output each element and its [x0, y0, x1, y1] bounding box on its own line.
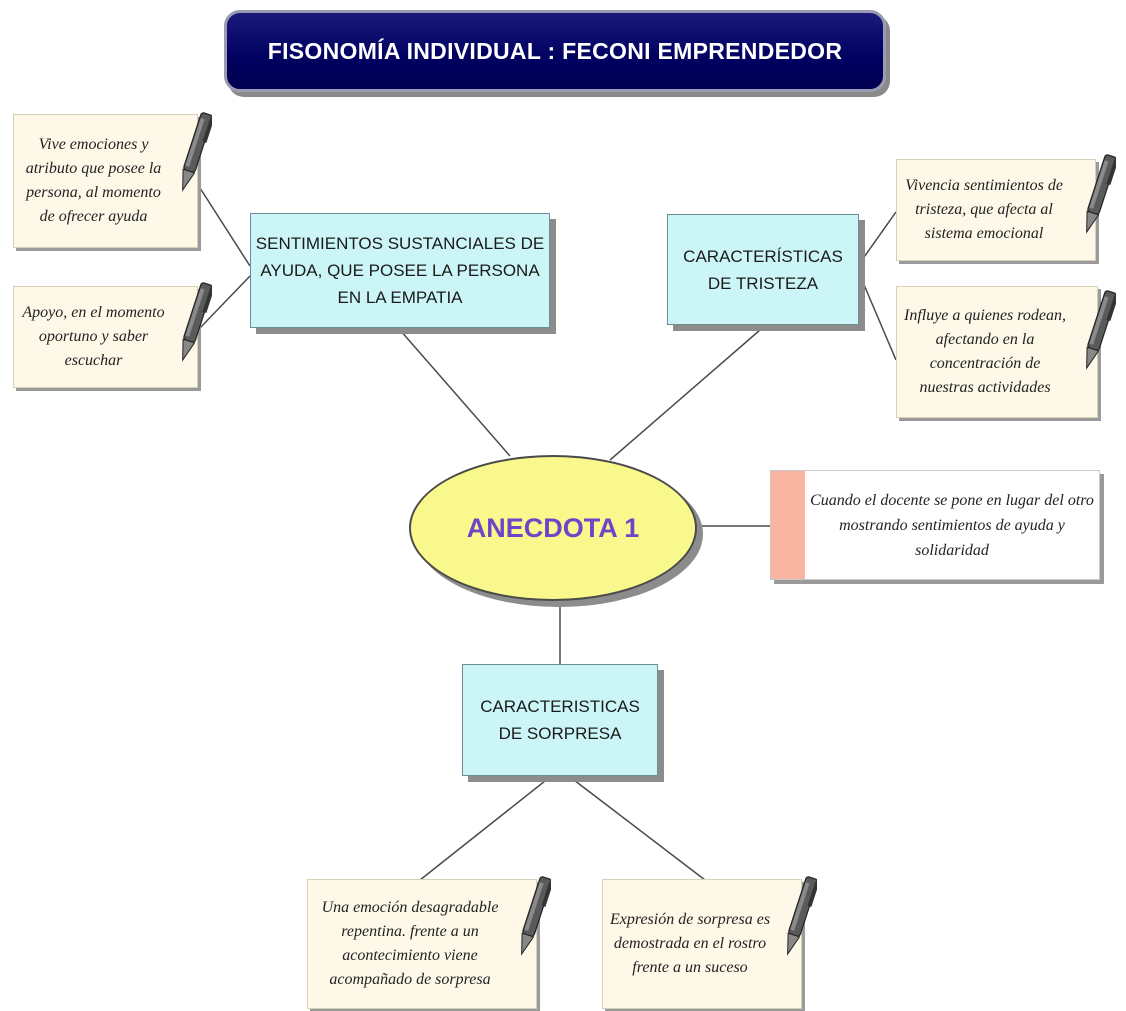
- note-text: Apoyo, en el momento oportuno y saber es…: [22, 304, 165, 369]
- concept-tristeza: CARACTERÍSTICAS DE TRISTEZA: [667, 214, 859, 325]
- quote-text: Cuando el docente se pone en lugar del o…: [810, 491, 1094, 559]
- concept-label: CARACTERISTICAS DE SORPRESA: [480, 697, 640, 743]
- note-influye: Influye a quienes rodean, afectando en l…: [896, 286, 1098, 418]
- connector-line: [197, 275, 251, 331]
- concept-label: SENTIMIENTOS SUSTANCIALES DE AYUDA, QUE …: [255, 234, 545, 307]
- note-text: Expresión de sorpresa es demostrada en e…: [609, 911, 771, 976]
- connector-line: [419, 776, 551, 881]
- note-text: Influye a quienes rodean, afectando en l…: [903, 307, 1067, 396]
- page-title: FISONOMÍA INDIVIDUAL : FECONI EMPRENDEDO…: [267, 37, 843, 64]
- connector-line: [399, 329, 511, 457]
- note-text: Una emoción desagradable repentina. fren…: [321, 899, 499, 988]
- connector-line: [861, 211, 897, 261]
- note-text: Vivencia sentimientos de tristeza, que a…: [905, 177, 1063, 242]
- concept-sentimientos: SENTIMIENTOS SUSTANCIALES DE AYUDA, QUE …: [250, 213, 550, 328]
- note-vivencia: Vivencia sentimientos de tristeza, que a…: [896, 159, 1096, 261]
- central-topic: ANECDOTA 1: [409, 455, 697, 601]
- note-apoyo: Apoyo, en el momento oportuno y saber es…: [13, 286, 198, 388]
- quote-box: Cuando el docente se pone en lugar del o…: [770, 470, 1100, 580]
- connector-line: [861, 279, 897, 361]
- quote-stripe: [771, 471, 805, 579]
- note-text: Vive emociones y atributo que posee la p…: [25, 136, 162, 225]
- concept-label: CARACTERÍSTICAS DE TRISTEZA: [683, 246, 843, 293]
- central-topic-label: ANECDOTA 1: [466, 512, 640, 543]
- note-vive: Vive emociones y atributo que posee la p…: [13, 114, 198, 248]
- connector-line: [609, 329, 761, 461]
- pen-icon: [787, 876, 817, 956]
- pen-icon: [1086, 154, 1116, 234]
- connector-line: [199, 187, 251, 267]
- pen-icon: [182, 282, 212, 362]
- concept-sorpresa: CARACTERISTICAS DE SORPRESA: [462, 664, 658, 776]
- pen-icon: [182, 112, 212, 192]
- pen-icon: [521, 876, 551, 956]
- pen-icon: [1086, 290, 1116, 370]
- title-banner: FISONOMÍA INDIVIDUAL : FECONI EMPRENDEDO…: [224, 10, 886, 92]
- connector-line: [569, 776, 706, 881]
- note-emocion: Una emoción desagradable repentina. fren…: [307, 879, 537, 1009]
- note-expresion: Expresión de sorpresa es demostrada en e…: [602, 879, 802, 1009]
